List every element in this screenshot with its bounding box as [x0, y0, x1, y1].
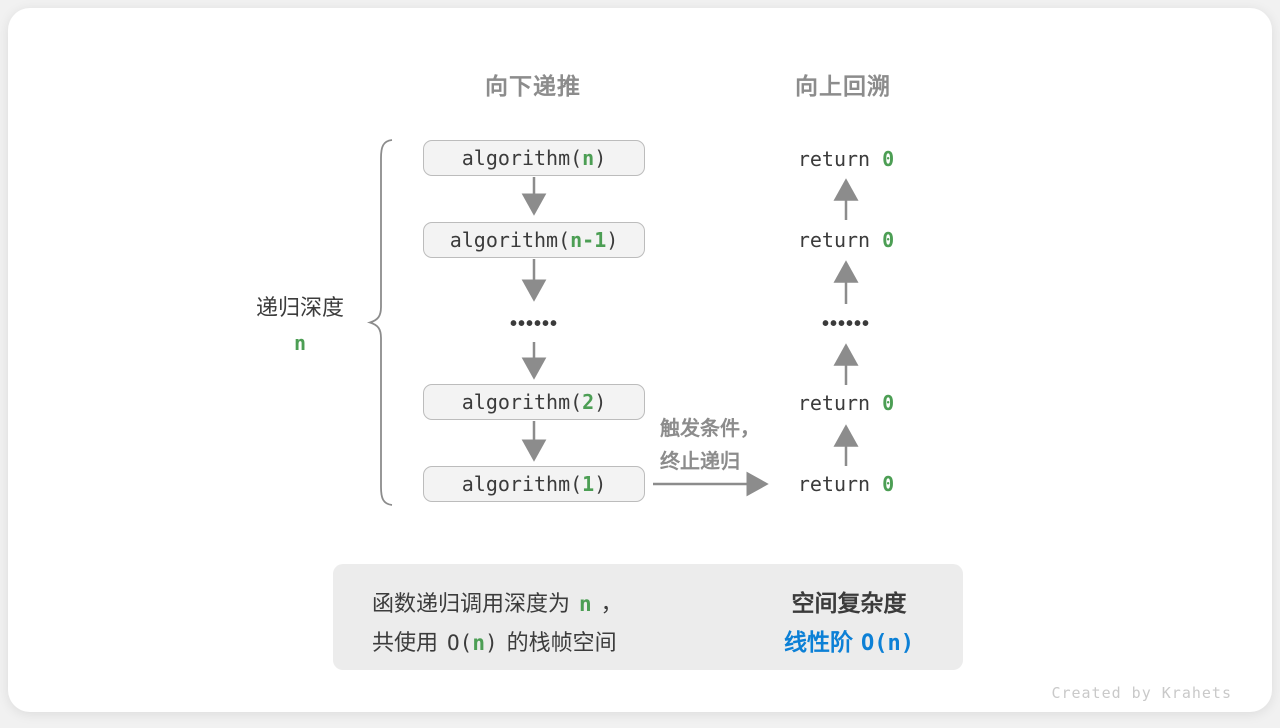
code-post: ): [594, 472, 607, 496]
call-box-algorithm-n-1: algorithm(n-1): [423, 222, 645, 258]
watermark-credit: Created by Krahets: [1051, 684, 1232, 702]
ellipsis-left: ••••••: [509, 313, 558, 335]
complexity-big-o: O(n): [861, 631, 914, 656]
summary-text: ，: [600, 591, 623, 616]
return-statement-1: return 0: [788, 147, 904, 171]
code-pre: algorithm(: [461, 472, 583, 496]
code-pre: algorithm(: [461, 146, 583, 170]
code-arg: n: [582, 146, 595, 170]
trigger-condition-line2: 终止递归: [660, 451, 740, 473]
summary-var-n: n: [472, 631, 485, 655]
call-box-algorithm-1: algorithm(1): [423, 466, 645, 502]
ellipsis-right: ••••••: [821, 313, 870, 335]
big-o-open: O(: [447, 631, 473, 655]
call-box-code: algorithm(1): [462, 472, 607, 496]
big-o-close: ): [484, 631, 498, 655]
code-post: ): [594, 146, 607, 170]
return-keyword: return: [797, 228, 883, 252]
complexity-order-label: 线性阶: [784, 629, 853, 655]
code-pre: algorithm(: [461, 390, 583, 414]
summary-text: 函数递归调用深度为: [372, 591, 571, 616]
return-statement-3: return 0: [788, 391, 904, 415]
code-arg: 2: [582, 390, 595, 414]
return-value: 0: [882, 228, 895, 252]
return-keyword: return: [797, 391, 883, 415]
code-arg: 1: [582, 472, 595, 496]
recursion-depth-label: 递归深度 n: [225, 290, 375, 355]
depth-label-text: 递归深度: [255, 295, 344, 320]
call-box-algorithm-2: algorithm(2): [423, 384, 645, 420]
summary-var-n: n: [579, 592, 592, 616]
summary-text: 的栈帧空间: [506, 630, 617, 655]
call-box-code: algorithm(2): [462, 390, 607, 414]
code-post: ): [606, 228, 619, 252]
depth-variable: n: [293, 331, 307, 355]
summary-text: 共使用: [372, 630, 439, 655]
return-keyword: return: [797, 472, 883, 496]
summary-line-1: 函数递归调用深度为 n ，: [372, 586, 623, 618]
header-upward-backtrack: 向上回溯: [795, 73, 891, 99]
diagram-card: 向下递推 向上回溯 递归深度 n algorithm(n) algorithm(…: [8, 8, 1272, 712]
return-value: 0: [882, 391, 895, 415]
space-complexity-title: 空间复杂度: [791, 590, 907, 616]
summary-line-2: 共使用 O(n) 的栈帧空间: [372, 625, 617, 657]
header-downward-recursion: 向下递推: [485, 73, 581, 99]
return-statement-2: return 0: [788, 228, 904, 252]
code-arg: n-1: [570, 228, 607, 252]
trigger-condition-line1: 触发条件，: [660, 418, 760, 440]
return-statement-4: return 0: [788, 472, 904, 496]
call-box-algorithm-n: algorithm(n): [423, 140, 645, 176]
call-box-code: algorithm(n-1): [450, 228, 619, 252]
return-value: 0: [882, 147, 895, 171]
code-post: ): [594, 390, 607, 414]
call-box-code: algorithm(n): [462, 146, 607, 170]
return-keyword: return: [797, 147, 883, 171]
code-pre: algorithm(: [449, 228, 571, 252]
return-value: 0: [882, 472, 895, 496]
space-complexity-value: 线性阶 O(n): [749, 623, 949, 657]
